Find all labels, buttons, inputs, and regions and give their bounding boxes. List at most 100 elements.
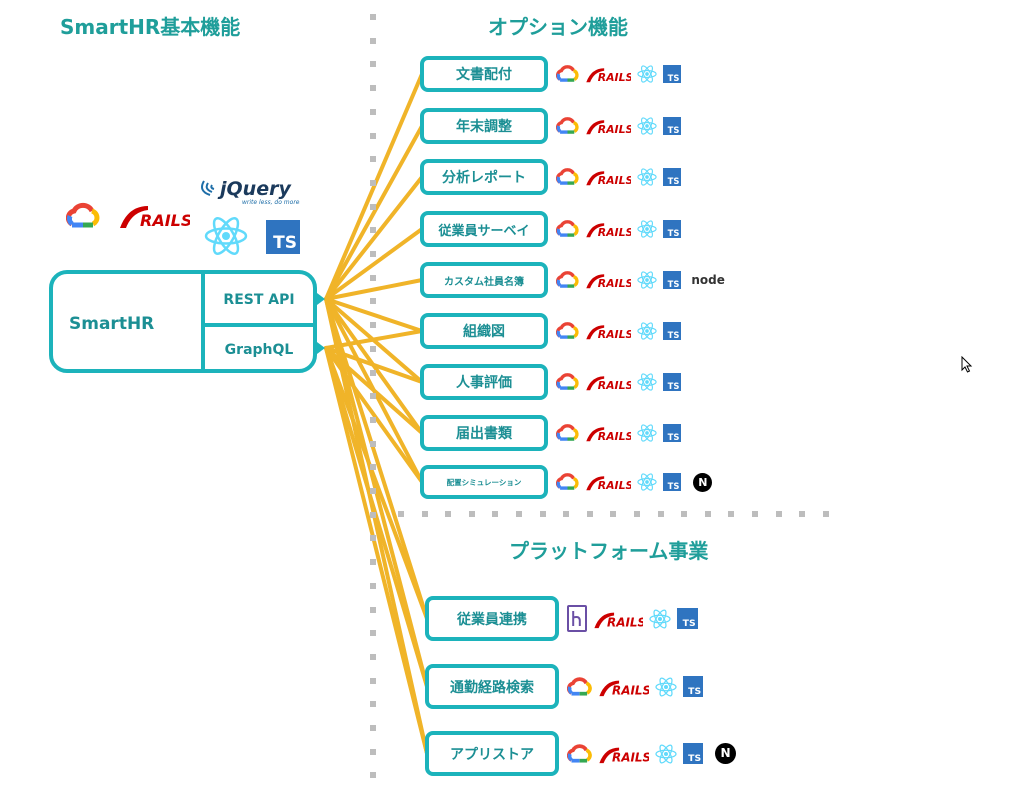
rails-icon: RAILS — [585, 423, 631, 443]
divider-dot — [822, 511, 829, 517]
feature-label: 通勤経路検索 — [450, 679, 534, 696]
divider-dot — [445, 511, 452, 517]
options-feature-box[interactable]: カスタム社員名簿 — [420, 262, 548, 298]
rails-icon: RAILS — [598, 743, 649, 765]
smarthr-core-box[interactable]: SmartHR REST API GraphQL — [49, 270, 317, 373]
platform-feature-box[interactable]: 通勤経路検索 — [425, 664, 559, 709]
typescript-icon: TS — [663, 321, 682, 341]
platform-feature-box[interactable]: 従業員連携 — [425, 596, 559, 641]
rails-icon: RAILS — [585, 321, 631, 341]
divider-dot — [370, 582, 376, 589]
divider-dot — [539, 511, 546, 517]
feature-label: 従業員連携 — [457, 611, 527, 628]
api-divider — [201, 323, 313, 327]
typescript-icon: TS — [266, 220, 300, 254]
options-feature-box[interactable]: 組織図 — [420, 313, 548, 349]
nextjs-icon: N — [693, 472, 713, 492]
react-icon — [637, 64, 657, 84]
divider-dot — [370, 725, 376, 731]
divider-dot — [370, 61, 376, 68]
react-icon — [637, 321, 657, 341]
react-icon — [637, 116, 657, 136]
feature-label: 従業員サーベイ — [438, 223, 530, 239]
feature-label: カスタム社員名簿 — [444, 276, 524, 288]
divider-dot — [728, 511, 735, 517]
tech-stack-icons: RAILS TS — [556, 372, 682, 392]
react-icon — [637, 270, 657, 290]
connector-line — [324, 124, 424, 301]
options-feature-box[interactable]: 文書配付 — [420, 56, 548, 92]
google-cloud-icon — [567, 743, 592, 765]
divider-dot — [681, 511, 688, 517]
react-icon — [655, 743, 677, 765]
heroku-icon — [567, 604, 587, 633]
rails-text: RAILS — [598, 226, 631, 239]
feature-label: 届出書類 — [456, 426, 512, 442]
divider-dot — [775, 511, 782, 517]
connector-line — [324, 297, 429, 621]
tech-stack-icons: RAILS TS — [556, 167, 682, 187]
feature-label: アプリストア — [450, 746, 534, 763]
divider-dot — [752, 511, 758, 517]
divider-dot — [370, 37, 376, 44]
divider-dot — [370, 274, 376, 281]
typescript-icon: TS — [663, 219, 682, 239]
rails-icon: RAILS — [585, 116, 631, 136]
graphql-label[interactable]: GraphQL — [224, 342, 294, 358]
typescript-icon: TS — [663, 64, 682, 84]
tech-stack-icons: RAILS TS — [556, 321, 682, 341]
typescript-icon: TS — [663, 167, 682, 187]
rails-icon: RAILS — [585, 270, 631, 290]
rails-text: RAILS — [598, 174, 631, 187]
react-icon — [637, 472, 657, 492]
options-feature-box[interactable]: 配置シミュレーション — [420, 465, 548, 499]
divider-dot — [370, 132, 376, 139]
platform-section-title: プラットフォーム事業 — [509, 539, 709, 563]
options-feature-box[interactable]: 分析レポート — [420, 159, 548, 195]
divider-dot — [370, 511, 376, 518]
tech-stack-icons: RAILS TS — [567, 604, 698, 633]
google-cloud-icon — [556, 321, 579, 341]
typescript-icon: TS — [682, 743, 704, 764]
rails-text: RAILS — [607, 615, 644, 629]
rest-api-label[interactable]: REST API — [223, 292, 295, 308]
rails-icon: RAILS — [598, 676, 649, 698]
typescript-icon: TS — [663, 372, 682, 392]
feature-label: 文書配付 — [456, 67, 512, 83]
divider-dot — [370, 535, 376, 542]
divider-dot — [657, 511, 664, 517]
divider-dot — [799, 511, 806, 517]
divider-dot — [370, 251, 376, 257]
google-cloud-icon — [556, 219, 579, 239]
options-section-title: オプション機能 — [488, 15, 628, 39]
feature-label: 分析レポート — [442, 170, 526, 186]
typescript-icon: TS — [663, 116, 682, 136]
options-feature-box[interactable]: 従業員サーベイ — [420, 211, 548, 247]
typescript-icon: TS — [663, 472, 682, 492]
options-feature-box[interactable]: 年末調整 — [420, 108, 548, 144]
react-icon — [655, 676, 677, 698]
google-cloud-icon — [556, 64, 579, 84]
rails-text: RAILS — [598, 277, 631, 290]
google-cloud-icon — [65, 202, 100, 234]
rails-icon: RAILS — [585, 219, 631, 239]
platform-feature-box[interactable]: アプリストア — [425, 731, 559, 776]
divider-dot — [563, 511, 570, 517]
divider-dot — [398, 511, 404, 517]
typescript-icon: TS — [677, 608, 698, 629]
divider-dot — [516, 511, 522, 517]
divider-dot — [468, 511, 475, 517]
divider-dot — [370, 298, 376, 305]
options-feature-box[interactable]: 届出書類 — [420, 415, 548, 451]
graphql-arrow-icon — [317, 342, 325, 354]
connector-line — [324, 175, 424, 301]
rails-text: RAILS — [598, 123, 631, 136]
react-icon — [637, 372, 657, 392]
react-icon — [637, 219, 657, 239]
rails-icon: RAILS — [585, 372, 631, 392]
tech-stack-icons: RAILS TS — [556, 219, 682, 239]
typescript-icon: TS — [663, 270, 682, 290]
feature-label: 配置シミュレーション — [446, 477, 522, 487]
options-feature-box[interactable]: 人事評価 — [420, 364, 548, 400]
connector-line — [324, 346, 429, 621]
